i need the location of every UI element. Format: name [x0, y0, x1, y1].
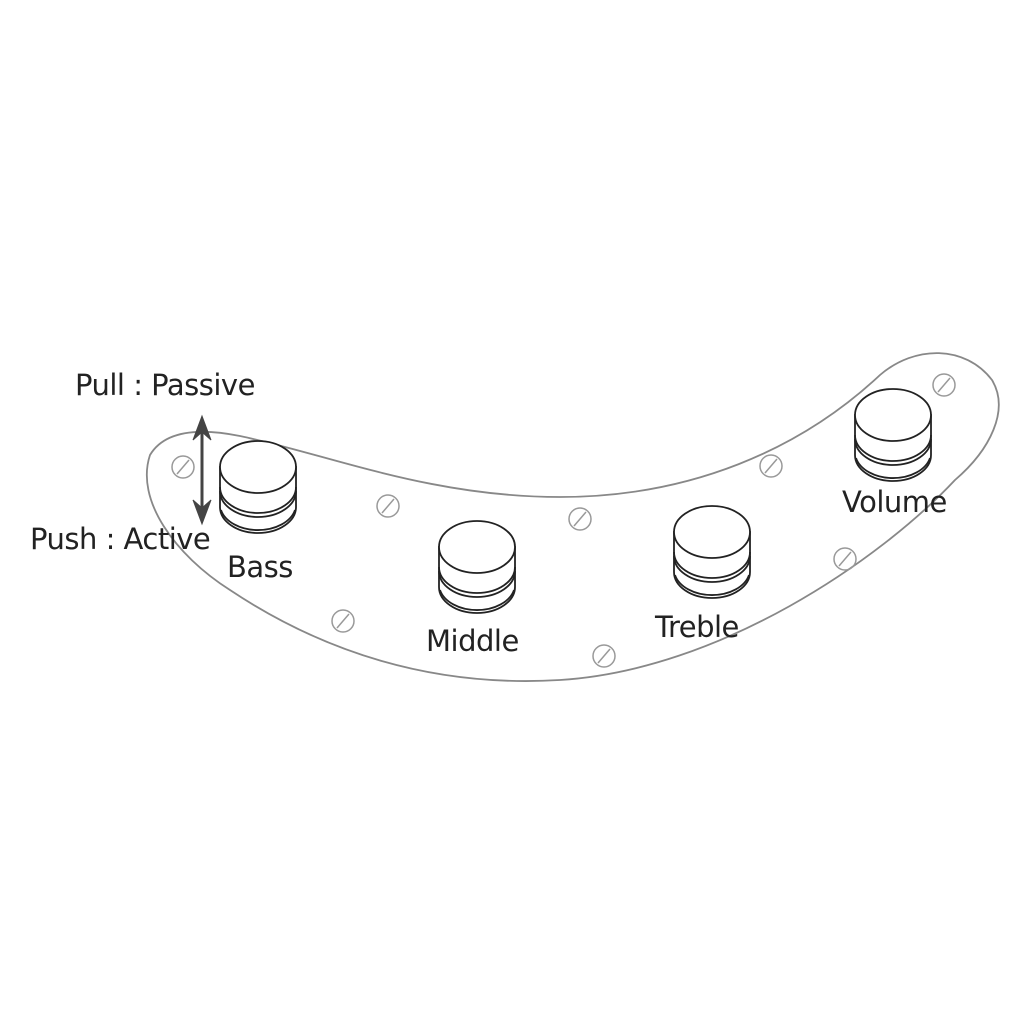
pull-passive-label: Pull : Passive [75, 368, 255, 402]
screw-icon [331, 609, 355, 633]
screw-icon [568, 507, 592, 531]
screw-icon [171, 455, 195, 479]
push-pull-arrow-icon [192, 414, 212, 526]
bass-label: Bass [227, 550, 293, 584]
control-plate-outline [145, 352, 1000, 682]
volume-label: Volume [842, 485, 947, 519]
bass-knob[interactable] [219, 440, 297, 534]
screw-icon [833, 547, 857, 571]
screw-icon [592, 644, 616, 668]
screw-icon [759, 454, 783, 478]
volume-knob[interactable] [854, 388, 932, 482]
treble-knob[interactable] [673, 505, 751, 599]
middle-label: Middle [426, 624, 519, 658]
treble-label: Treble [655, 610, 739, 644]
screw-icon [932, 373, 956, 397]
middle-knob[interactable] [438, 520, 516, 614]
screws [171, 373, 956, 668]
push-active-label: Push : Active [30, 522, 211, 556]
screw-icon [376, 494, 400, 518]
